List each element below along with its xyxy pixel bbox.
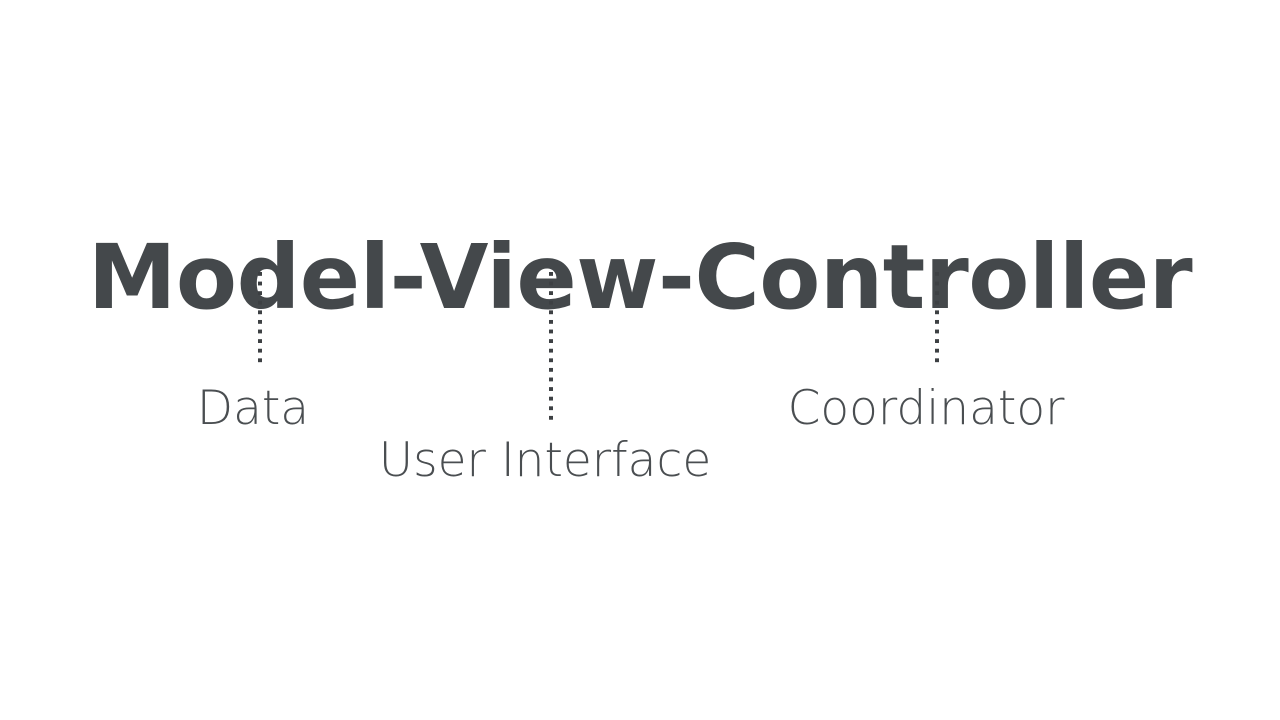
dotted-connector-view <box>549 272 553 420</box>
annotation-label-model: Data <box>196 381 310 436</box>
annotation-label-controller: Coordinator <box>787 381 1065 436</box>
dotted-connector-controller <box>935 272 939 367</box>
annotation-label-view: User Interface <box>378 433 712 488</box>
dotted-connector-model <box>258 272 262 367</box>
page-title: Model-View-Controller <box>87 224 1193 329</box>
